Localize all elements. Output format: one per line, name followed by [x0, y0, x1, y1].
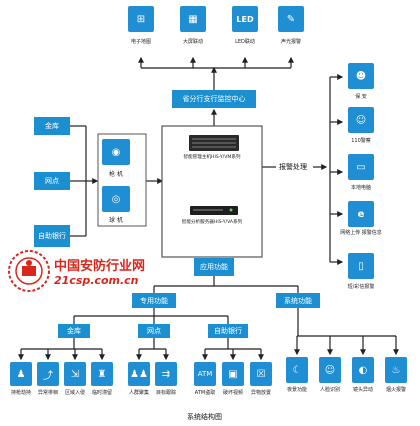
- guard-icon: ☻: [348, 63, 374, 89]
- site-vault-box: 金库: [34, 117, 70, 135]
- crowd-icon: ♟♟: [128, 362, 150, 386]
- server-caption-2: 智能分析服务器HIS-Y/VA系列: [181, 220, 243, 225]
- led-icon: LED: [232, 6, 258, 32]
- top-output-label: 电子地图: [130, 39, 151, 45]
- alarm-process-label: 报警处理: [279, 163, 307, 171]
- site-branch-box: 网点: [34, 172, 70, 190]
- server-unit-2: [190, 206, 238, 215]
- alarm-light-icon: ✎: [278, 6, 304, 32]
- night-icon: ☾: [286, 357, 308, 383]
- top-output-label: 声光报警: [280, 39, 301, 45]
- watermark-url: 21csp.com.cn: [54, 274, 139, 287]
- server-caption-1: 智能管理主机HIS-Y/VM系列: [183, 155, 241, 160]
- system-item-label: 烟火报警: [385, 387, 406, 393]
- group-vault-box: 金库: [58, 324, 90, 338]
- detention-icon: ♜: [91, 362, 113, 386]
- group-item-label: 临时滞留: [91, 390, 112, 396]
- special-functions-box: 专用功能: [132, 293, 176, 308]
- app-functions-box: 应用功能: [194, 258, 234, 276]
- phone-icon: ▯: [348, 253, 374, 279]
- foreign-object-icon: ☒: [250, 362, 272, 386]
- bullet-camera-icon: ◉: [102, 139, 130, 165]
- armed-person-icon: ♟: [10, 362, 32, 386]
- fire-icon: ♨: [385, 357, 407, 383]
- group-item-label: 异物放置: [250, 390, 271, 396]
- dome-camera-icon: ◎: [102, 186, 130, 212]
- atm-icon: ATM: [194, 362, 216, 386]
- police-icon: ☺: [348, 107, 374, 133]
- server-unit-1: [189, 135, 239, 151]
- watermark-cn: 中国安防行业网: [54, 259, 146, 274]
- system-functions-box: 系统功能: [276, 293, 320, 308]
- top-output-label: LED联动: [235, 39, 255, 45]
- group-item-label: 破坏视频: [222, 390, 243, 396]
- top-output-label: 大屏联动: [182, 39, 203, 45]
- group-item-label: 区域入侵: [64, 390, 85, 396]
- computer-icon: ▭: [348, 154, 374, 180]
- lens-icon: ◐: [352, 357, 374, 383]
- map-icon: ⊞: [128, 6, 154, 32]
- system-item-label: 镜头异动: [352, 387, 373, 393]
- group-item-label: 持枪劫持: [10, 390, 31, 396]
- intrusion-icon: ⇲: [64, 362, 86, 386]
- group-item-label: 目标跟踪: [155, 390, 176, 396]
- system-item-label: 人脸识别: [319, 387, 340, 393]
- group-branch-box: 网点: [138, 324, 170, 338]
- right-output-label: 短/彩信报警: [347, 284, 375, 290]
- group-item-label: 异常徘徊: [37, 390, 58, 396]
- group-item-label: 人群聚集: [128, 390, 149, 396]
- diagram-caption: 系统结构图: [187, 413, 222, 421]
- face-icon: ☺: [319, 357, 341, 383]
- right-output-label: 本地电脑: [350, 185, 371, 191]
- tracking-icon: ⇉: [155, 362, 177, 386]
- right-output-label: 保 安: [355, 94, 367, 100]
- group-selfservice-box: 自助银行: [208, 324, 248, 338]
- camera-label: 球 机: [109, 217, 123, 224]
- monitor-center-box: 省分行支行监控中心: [172, 90, 256, 108]
- grid-screen-icon: ▦: [180, 6, 206, 32]
- loitering-icon: ⤴: [37, 362, 59, 386]
- site-selfservice-box: 自助银行: [34, 225, 70, 247]
- right-output-label: 110警察: [351, 138, 371, 144]
- right-output-label: 网络上传 报警信息: [340, 230, 382, 236]
- group-item-label: ATM盗取: [194, 390, 216, 396]
- seal-icon: [8, 250, 50, 292]
- video-damage-icon: ▣: [222, 362, 244, 386]
- internet-icon: e: [348, 201, 374, 227]
- watermark-logo: [6, 248, 52, 298]
- camera-label: 枪 机: [109, 171, 123, 178]
- system-item-label: 夜景功能: [286, 387, 307, 393]
